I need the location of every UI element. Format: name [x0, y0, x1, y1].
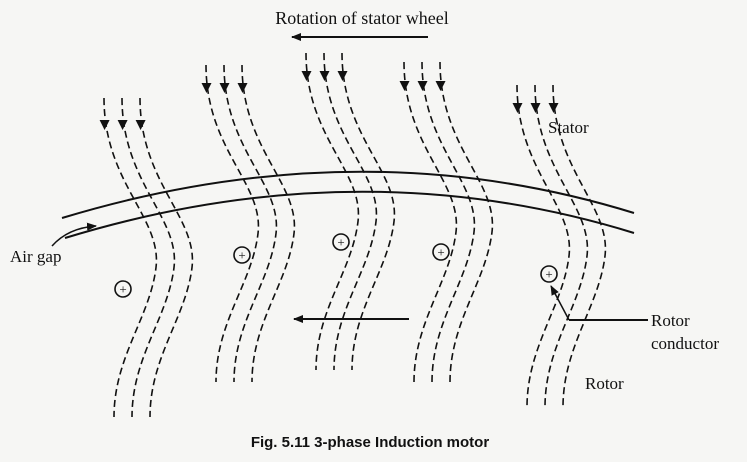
flux-direction-arrowhead: [201, 83, 212, 93]
rotor-label: Rotor: [585, 374, 624, 393]
rotor-conductors: + + + + +: [114, 233, 558, 298]
current-direction-plus-sign: +: [437, 245, 444, 260]
flux-line: [241, 64, 296, 383]
conductor-circle: [432, 243, 450, 261]
flux-line: [139, 97, 194, 418]
rotor-conductor-symbol: +: [114, 280, 132, 298]
flux-direction-arrowhead: [301, 71, 312, 81]
rotor-conductor-label-line2: conductor: [651, 334, 719, 353]
current-direction-plus-sign: +: [337, 235, 344, 250]
conductor-circle: [332, 233, 350, 251]
flux-direction-arrowhead: [117, 120, 128, 130]
flux-line: [205, 64, 260, 383]
flux-line: [421, 61, 476, 383]
flux-line: [305, 52, 360, 371]
flux-direction-arrowhead: [548, 103, 559, 113]
flux-line: [439, 61, 494, 383]
air-gap-pointer-arrow: [51, 222, 97, 247]
flux-direction-arrowhead: [512, 103, 523, 113]
flux-direction-arrowhead: [219, 83, 230, 93]
rotor-conductor-symbol: +: [432, 243, 450, 261]
flux-line: [403, 61, 458, 383]
flux-lines: [99, 52, 607, 418]
flux-group-1: [99, 97, 194, 418]
flux-group-2: [201, 64, 296, 383]
flux-direction-arrowhead: [135, 120, 146, 130]
flux-direction-arrowhead: [530, 103, 541, 113]
flux-group-5: [512, 84, 607, 408]
rotor-surface-arc: [64, 190, 635, 239]
current-direction-plus-sign: +: [545, 267, 552, 282]
flux-group-4: [399, 61, 494, 383]
flux-direction-arrowhead: [417, 81, 428, 91]
conductor-circle: [540, 265, 558, 283]
flux-direction-arrowhead: [237, 83, 248, 93]
figure-caption: Fig. 5.11 3-phase Induction motor: [251, 434, 490, 451]
flux-direction-arrowhead: [99, 120, 110, 130]
stator-surface-arc: [61, 170, 635, 219]
stator-label: Stator: [548, 118, 589, 137]
rotor-conductor-symbol: +: [332, 233, 350, 251]
conductor-circle: [233, 246, 251, 264]
diagram-title: Rotation of stator wheel: [275, 8, 448, 28]
rotor-conductor-pointer-arrow: [550, 285, 570, 321]
conductor-circle: [114, 280, 132, 298]
flux-line: [223, 64, 278, 383]
flux-line: [516, 84, 571, 408]
flux-direction-arrowhead: [337, 71, 348, 81]
flux-line: [534, 84, 589, 408]
flux-line: [103, 97, 158, 418]
flux-direction-arrowhead: [319, 71, 330, 81]
flux-direction-arrowhead: [399, 81, 410, 91]
flux-line: [341, 52, 396, 371]
rotor-conductor-label-line1: Rotor: [651, 311, 690, 330]
flux-line: [121, 97, 176, 418]
air-gap-label: Air gap: [10, 247, 61, 266]
flux-line: [552, 84, 607, 408]
rotor-conductor-symbol: +: [540, 265, 558, 283]
flux-line: [323, 52, 378, 371]
current-direction-plus-sign: +: [119, 282, 126, 297]
flux-direction-arrowhead: [435, 81, 446, 91]
rotor-conductor-symbol: +: [233, 246, 251, 264]
current-direction-plus-sign: +: [238, 248, 245, 263]
flux-group-3: [301, 52, 396, 371]
